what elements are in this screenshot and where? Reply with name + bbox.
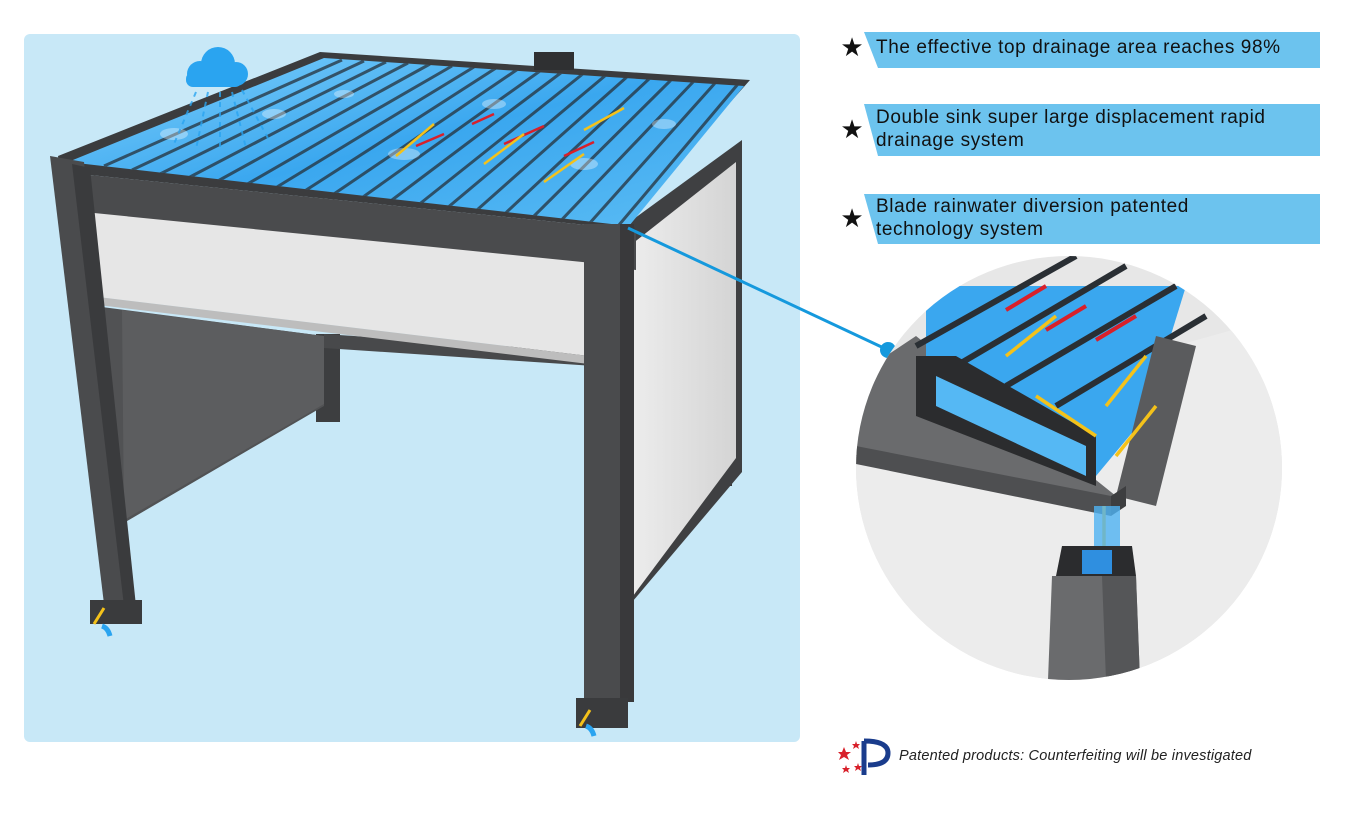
feature-text: The effective top drainage area reaches …	[876, 37, 1281, 58]
motor-housing	[534, 52, 574, 70]
front-left-post-shade	[72, 164, 136, 606]
feature-text: Blade rainwater diversion patented techn…	[876, 196, 1189, 240]
feature-banner	[864, 32, 1320, 68]
outlet-arrow-icon	[92, 607, 597, 737]
feature-banner	[864, 104, 1320, 156]
roof-louvers	[103, 58, 740, 226]
front-right-post-shade	[620, 224, 634, 702]
feature-item: ★ Blade rainwater diversion patented tec…	[838, 194, 1320, 244]
post-footing	[576, 698, 628, 728]
feature-banner	[864, 194, 1320, 244]
front-shade-screen	[84, 212, 622, 360]
star-icon: ★	[840, 33, 864, 63]
star-icon: ★	[840, 204, 864, 234]
feature-item: ★ The effective top drainage area reache…	[838, 32, 1320, 68]
rain-cloud-icon	[173, 47, 271, 152]
patent-logo-icon	[838, 738, 891, 775]
back-beam	[324, 334, 624, 368]
pergola-illustration-panel	[24, 34, 800, 742]
feature-item: ★ Double sink super large displacement r…	[838, 104, 1320, 156]
left-side-screen-shading	[122, 310, 324, 520]
post-footing	[90, 600, 142, 624]
pergola-illustration	[50, 47, 750, 737]
star-icon: ★	[840, 115, 864, 145]
front-beam	[60, 172, 636, 270]
gutter-detail-illustration	[856, 256, 1282, 680]
front-shade-edge	[90, 296, 622, 368]
patent-note: Patented products: Counterfeiting will b…	[899, 748, 1252, 764]
roof-flow-arrows	[395, 106, 625, 184]
feature-text: Double sink super large displacement rap…	[876, 107, 1266, 151]
drainage-detail-circle	[856, 256, 1282, 680]
